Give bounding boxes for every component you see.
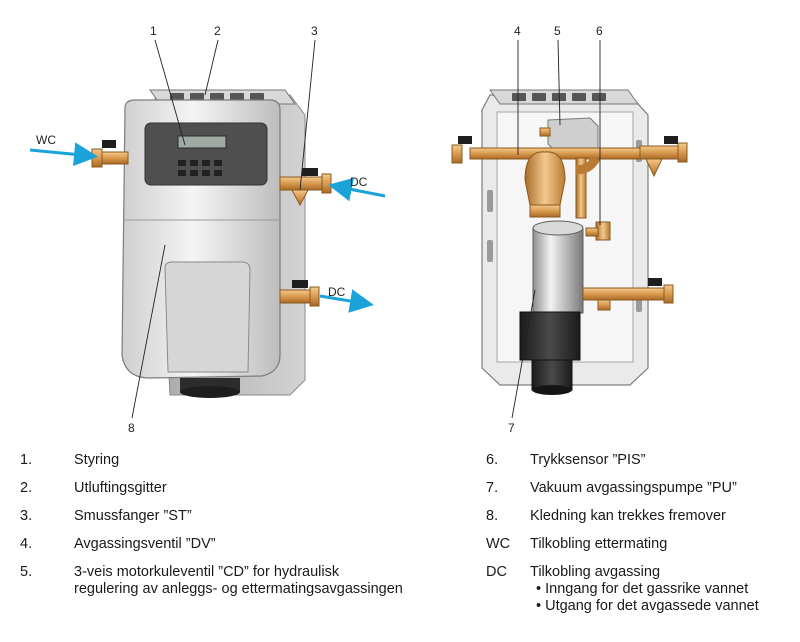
legend-item-5: 5. 3-veis motorkuleventil ”CD” for hydra…: [20, 564, 480, 599]
unit-closed: [29, 89, 386, 398]
legend-bullet-outlet: • Utgang for det avgassede vannet: [536, 598, 759, 615]
legend-text: Vakuum avgassingspumpe ”PU”: [530, 479, 737, 496]
legend-item-6: 6. Trykksensor ”PIS”: [486, 452, 796, 469]
legend-key: DC: [486, 563, 507, 580]
flow-label-dc-out: DC: [328, 285, 346, 299]
dc-outlet-arrow: [319, 289, 374, 313]
unit-open: [451, 89, 688, 395]
legend-key: 4.: [20, 535, 33, 552]
legend-text: Utluftingsgitter: [74, 479, 167, 496]
legend-text: Tilkobling ettermating: [530, 535, 668, 552]
legend-item-1: 1. Styring: [20, 452, 480, 469]
legend-left: 1. Styring 2. Utluftingsgitter 3. Smussf…: [20, 452, 480, 609]
callout-1: 1: [150, 24, 157, 38]
callout-3: 3: [311, 24, 318, 38]
callout-6: 6: [596, 24, 603, 38]
dc-inlet-arrow: [328, 177, 386, 202]
legend-text-multiline: Tilkobling avgassing • Inngang for det g…: [530, 564, 796, 616]
legend-text: Kledning kan trekkes fremover: [530, 507, 726, 524]
legend-item-7: 7. Vakuum avgassingspumpe ”PU”: [486, 480, 796, 497]
legend-key: 2.: [20, 479, 33, 496]
legend-key: WC: [486, 535, 511, 552]
legend-key: 3.: [20, 507, 33, 524]
legend-item-dc: DC Tilkobling avgassing • Inngang for de…: [486, 564, 796, 616]
legend-text: Smussfanger ”ST”: [74, 507, 192, 524]
legend-item-3: 3. Smussfanger ”ST”: [20, 508, 480, 525]
flow-label-wc: WC: [36, 133, 56, 147]
callout-2: 2: [214, 24, 221, 38]
wc-valve: [91, 140, 129, 168]
legend-item-2: 2. Utluftingsgitter: [20, 480, 480, 497]
legend-key: 5.: [20, 563, 33, 580]
callout-8: 8: [128, 421, 135, 435]
pressure-sensor: [585, 221, 611, 241]
callout-4: 4: [514, 24, 521, 38]
legend-item-4: 4. Avgassingsventil ”DV”: [20, 536, 480, 553]
callout-7: 7: [508, 421, 515, 435]
wc-arrow: [29, 142, 98, 167]
legend-key: 6.: [486, 452, 499, 468]
vacuum-pump: [519, 220, 584, 395]
legend-item-wc: WC Tilkobling ettermating: [486, 536, 796, 553]
legend-text-multiline: 3-veis motorkuleventil ”CD” for hydrauli…: [74, 564, 480, 599]
control-panel: [144, 122, 268, 186]
callout-5: 5: [554, 24, 561, 38]
dc-outlet-valve: [279, 280, 320, 307]
legend-right: 6. Trykksensor ”PIS” 7. Vakuum avgassing…: [486, 452, 796, 626]
legend-text: Tilkobling avgassing: [530, 563, 661, 580]
legend-key: 8.: [486, 507, 499, 524]
legend-key: 1.: [20, 452, 33, 468]
diagram-figure: WC DC DC: [29, 24, 688, 435]
flow-label-dc-in: DC: [350, 175, 368, 189]
legend-bullet-inlet: • Inngang for det gassrike vannet: [536, 580, 749, 597]
legend-text: Styring: [74, 452, 120, 468]
legend-key: 7.: [486, 479, 499, 496]
degassing-valve: [524, 151, 566, 218]
legend-item-8: 8. Kledning kan trekkes fremover: [486, 508, 796, 525]
leader-lines: [131, 39, 601, 419]
legend-text: Avgassingsventil ”DV”: [74, 535, 216, 552]
legend-text: Trykksensor ”PIS”: [530, 452, 646, 468]
legend-text-cont: regulering av anleggs- og ettermatingsav…: [74, 580, 403, 597]
legend-text: 3-veis motorkuleventil ”CD” for hydrauli…: [74, 563, 340, 580]
